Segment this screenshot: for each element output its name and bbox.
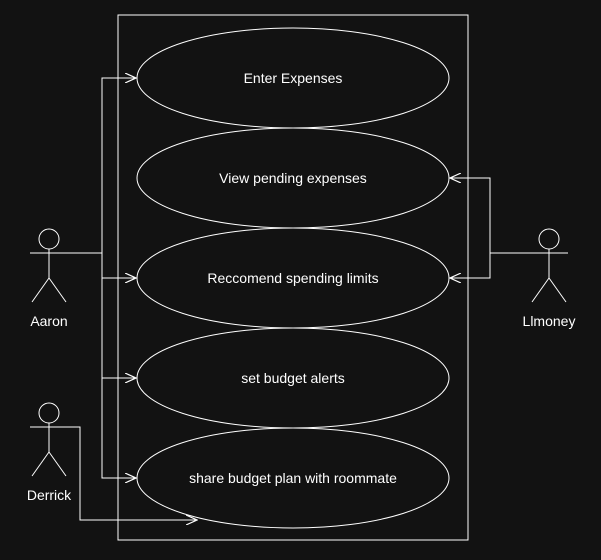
actor-label: Aaron: [30, 313, 67, 329]
connector-arrow: [450, 178, 491, 253]
llmoney-connectors: [450, 178, 530, 278]
connector-arrow: [101, 78, 136, 253]
use-case-ellipse: [136, 427, 450, 529]
stick-figure-icon: [30, 228, 68, 303]
derrick-connectors: [68, 426, 197, 520]
use-case-label: Enter Expenses: [244, 70, 343, 86]
use-case-label: share budget plan with roommate: [189, 470, 397, 486]
connector-arrow: [101, 253, 136, 278]
connector-arrow: [68, 426, 197, 520]
use-case-enter-expenses[interactable]: Enter Expenses: [136, 27, 450, 129]
connector-arrow: [450, 253, 491, 278]
stick-figure-icon: [530, 228, 568, 303]
use-case-recommend-spending-limits[interactable]: Reccomend spending limits: [136, 227, 450, 329]
connector-arrow: [101, 378, 136, 478]
use-case-label: View pending expenses: [219, 170, 367, 186]
stick-figure-icon: [30, 402, 68, 477]
actor-label: Llmoney: [523, 313, 576, 329]
use-case-label: Reccomend spending limits: [207, 270, 378, 286]
use-case-view-pending-expenses[interactable]: View pending expenses: [136, 127, 450, 229]
actor-label: Derrick: [27, 487, 72, 503]
actor-llmoney[interactable]: Llmoney: [523, 228, 576, 329]
connector-arrow: [101, 278, 136, 378]
aaron-connectors: [68, 78, 136, 478]
actor-aaron[interactable]: Aaron: [30, 228, 68, 329]
actor-derrick[interactable]: Derrick: [27, 402, 72, 503]
use-case-share-budget-plan[interactable]: share budget plan with roommate: [136, 427, 450, 529]
use-case-set-budget-alerts[interactable]: set budget alerts: [136, 327, 450, 429]
use-case-label: set budget alerts: [241, 370, 345, 386]
